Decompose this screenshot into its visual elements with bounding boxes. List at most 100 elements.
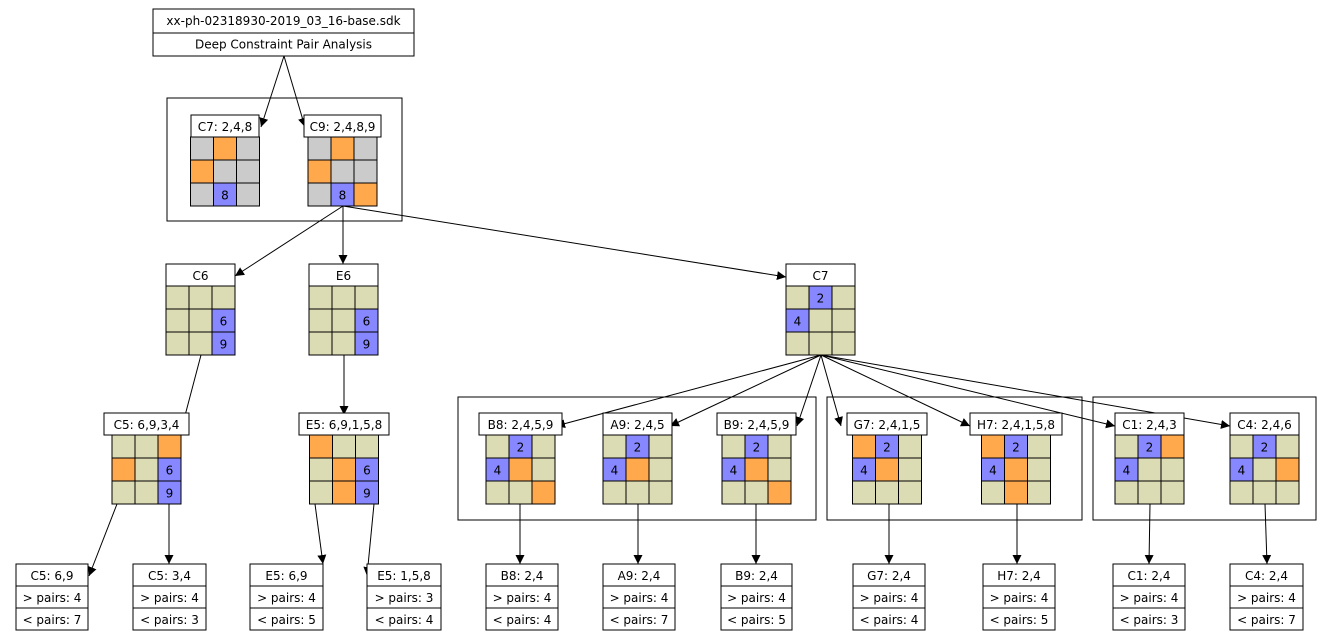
grid-node-label: B8: 2,4,5,9 bbox=[488, 418, 554, 432]
grid-cell bbox=[236, 136, 260, 161]
grid-cell bbox=[1275, 434, 1300, 459]
grid-cell bbox=[332, 480, 356, 505]
grid-cell bbox=[307, 136, 332, 161]
leaf-greater-pairs: > pairs: 4 bbox=[1237, 591, 1296, 605]
leaf-greater-pairs: > pairs: 4 bbox=[610, 591, 669, 605]
grid-cell bbox=[852, 434, 876, 459]
edge-c9-c7 bbox=[342, 205, 787, 281]
cluster-frame-c1-c4 bbox=[1092, 396, 1317, 521]
leaf-lesser-pairs-box bbox=[485, 607, 559, 631]
grid-node-g-c4: C4: 2,4,624 bbox=[1229, 412, 1300, 505]
leaf-greater-pairs: > pairs: 4 bbox=[990, 591, 1049, 605]
leaf-title: E5: 6,9 bbox=[265, 569, 307, 583]
leaf-node-l-g7: G7: 2,4> pairs: 4< pairs: 4 bbox=[852, 563, 926, 631]
grid-cell bbox=[157, 480, 182, 505]
grid-cell-digit: 9 bbox=[363, 487, 371, 501]
grid-cell bbox=[331, 331, 356, 356]
grid-node-label: G7: 2,4,1,5 bbox=[854, 418, 921, 432]
cluster-frame-b8-a9-b9 bbox=[457, 396, 817, 521]
grid-cell-digit: 8 bbox=[221, 189, 229, 203]
grid-cell bbox=[188, 308, 213, 333]
edge-c4-leaf bbox=[1262, 503, 1272, 565]
grid-node-label: C6 bbox=[192, 269, 208, 283]
leaf-node-l-b8: B8: 2,4> pairs: 4< pairs: 4 bbox=[485, 563, 559, 631]
grid-cell bbox=[165, 285, 190, 310]
grid-cell bbox=[1229, 480, 1254, 505]
grid-cell bbox=[721, 480, 746, 505]
grid-cell-digit: 4 bbox=[730, 464, 738, 478]
root-title: xx-ph-02318930-2019_03_16-base.sdk bbox=[166, 14, 400, 28]
grid-cell-digit: 2 bbox=[1012, 441, 1020, 455]
cluster-frames bbox=[166, 97, 1317, 521]
edge-c1-leaf bbox=[1144, 503, 1154, 565]
grid-cell bbox=[767, 480, 792, 505]
grid-cell bbox=[309, 457, 333, 482]
leaf-lesser-pairs: < pairs: 7 bbox=[1237, 613, 1296, 627]
grid-cell-digit: 9 bbox=[363, 338, 371, 352]
leaf-title: C4: 2,4 bbox=[1245, 569, 1288, 583]
grid-cell bbox=[767, 457, 792, 482]
edge-c5-leaf-a bbox=[88, 503, 118, 577]
leaf-title: C5: 3,4 bbox=[148, 569, 191, 583]
grid-cell-digit: 6 bbox=[220, 315, 228, 329]
leaf-node-l-c1: C1: 2,4> pairs: 4< pairs: 3 bbox=[1112, 563, 1186, 631]
grid-cell bbox=[190, 182, 214, 207]
leaf-nodes: C5: 6,9> pairs: 4< pairs: 7C5: 3,4> pair… bbox=[15, 563, 1304, 631]
leaf-lesser-pairs-box bbox=[366, 607, 442, 631]
grid-cell bbox=[309, 434, 333, 459]
root-node: xx-ph-02318930-2019_03_16-base.sdk Deep … bbox=[152, 8, 415, 57]
leaf-greater-pairs: > pairs: 4 bbox=[1120, 591, 1179, 605]
grid-node-label: C5: 6,9,3,4 bbox=[114, 418, 180, 432]
grid-cell bbox=[648, 434, 673, 459]
leaf-node-l-e5b: E5: 1,5,8> pairs: 3< pairs: 4 bbox=[366, 563, 442, 631]
leaf-lesser-pairs-box bbox=[1229, 607, 1304, 631]
grid-cell-digit: 6 bbox=[363, 315, 371, 329]
grid-node-g-c9a: C9: 2,4,8,98 bbox=[303, 114, 382, 207]
leaf-lesser-pairs-box bbox=[852, 607, 926, 631]
grid-cell bbox=[785, 285, 810, 310]
grid-cell bbox=[1114, 434, 1139, 459]
edge-c7-b9 bbox=[795, 354, 822, 427]
grid-cell bbox=[1160, 480, 1185, 505]
grid-cell bbox=[898, 480, 922, 505]
grid-cell bbox=[134, 434, 159, 459]
grid-cell bbox=[308, 308, 333, 333]
grid-cell bbox=[1160, 457, 1185, 482]
grid-cell bbox=[721, 434, 746, 459]
grid-cell bbox=[531, 434, 556, 459]
leaf-greater-pairs: > pairs: 4 bbox=[257, 591, 316, 605]
leaf-node-l-h7: H7: 2,4> pairs: 4< pairs: 5 bbox=[982, 563, 1056, 631]
grid-cell bbox=[852, 480, 876, 505]
grid-cell bbox=[1027, 434, 1051, 459]
grid-node-label: C7: 2,4,8 bbox=[198, 120, 252, 134]
leaf-lesser-pairs: < pairs: 4 bbox=[375, 613, 434, 627]
root-subtitle: Deep Constraint Pair Analysis bbox=[195, 38, 372, 52]
grid-cell bbox=[531, 457, 556, 482]
grid-cell bbox=[331, 285, 356, 310]
grid-cell bbox=[211, 331, 236, 356]
grid-cell bbox=[648, 480, 673, 505]
grid-node-g-b8: B8: 2,4,5,924 bbox=[478, 412, 563, 505]
grid-cell bbox=[808, 331, 833, 356]
grid-cell bbox=[165, 308, 190, 333]
leaf-lesser-pairs-box bbox=[249, 607, 324, 631]
grid-cell bbox=[190, 159, 214, 184]
grid-node-g-c7a: C7: 2,4,8 8 bbox=[190, 114, 260, 207]
grid-cell bbox=[808, 308, 833, 333]
leaf-greater-pairs: > pairs: 4 bbox=[493, 591, 552, 605]
grid-cell-digit: 2 bbox=[753, 441, 761, 455]
grid-node-label: C4: 2,4,6 bbox=[1237, 418, 1291, 432]
leaf-lesser-pairs: < pairs: 5 bbox=[257, 613, 316, 627]
leaf-lesser-pairs-box bbox=[132, 607, 207, 631]
grid-cell bbox=[1027, 480, 1051, 505]
grid-node-g-c5: C5: 6,9,3,469 bbox=[103, 412, 190, 505]
leaf-lesser-pairs-box bbox=[1112, 607, 1186, 631]
leaf-node-l-c4: C4: 2,4 > pairs: 4 < pairs: 7 bbox=[1229, 563, 1304, 631]
edge-c7-h7 bbox=[820, 354, 971, 427]
leaf-title: A9: 2,4 bbox=[618, 569, 661, 583]
grid-cell bbox=[625, 480, 650, 505]
leaf-lesser-pairs: < pairs: 5 bbox=[990, 613, 1049, 627]
grid-cell bbox=[1160, 434, 1185, 459]
